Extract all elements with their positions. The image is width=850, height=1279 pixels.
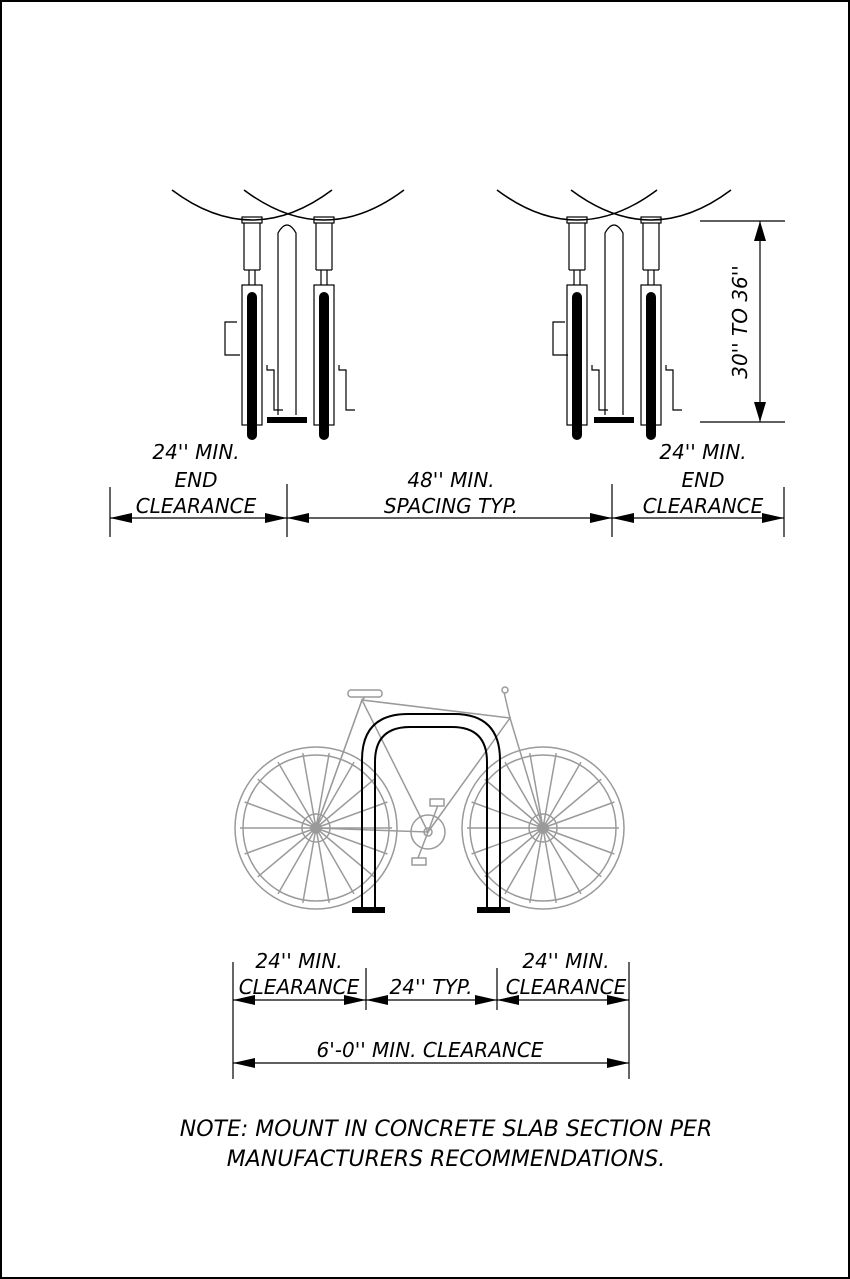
rack-front-2 [594, 225, 634, 420]
right-end-label-2: END [682, 468, 725, 492]
side-center-label: 24'' TYP. [390, 975, 473, 999]
left-end-label-2: END [175, 468, 218, 492]
left-end-label-3: CLEARANCE [136, 494, 257, 518]
front-wheel [461, 746, 625, 910]
u-rack-side [352, 713, 510, 913]
side-right-label-1: 24'' MIN. [522, 949, 609, 973]
side-left-label-2: CLEARANCE [239, 975, 360, 999]
bicycle-front-2 [243, 189, 405, 441]
bicycle-front-1 [171, 189, 333, 441]
note-line-1: NOTE: MOUNT IN CONCRETE SLAB SECTION PER [180, 1117, 713, 1142]
overall-clearance-label: 6'-0'' MIN. CLEARANCE [317, 1038, 544, 1062]
right-end-label-3: CLEARANCE [643, 494, 764, 518]
bicycle-front-3 [496, 189, 658, 441]
note-line-2: MANUFACTURERS RECOMMENDATIONS. [227, 1147, 666, 1172]
side-view: 24'' MIN. CLEARANCE 24'' TYP. 24'' MIN. … [232, 686, 630, 1079]
front-view: 30'' TO 36'' 24'' MIN. END CLEARANCE 48'… [109, 189, 785, 537]
bicycle-frame [314, 686, 544, 866]
spacing-label-1: 48'' MIN. [407, 468, 494, 492]
left-end-label-1: 24'' MIN. [152, 440, 239, 464]
right-end-label-1: 24'' MIN. [659, 440, 746, 464]
bicycle-front-4 [570, 189, 732, 441]
rack-front-1 [267, 225, 307, 420]
spacing-label-2: SPACING TYP. [384, 494, 518, 518]
side-left-label-1: 24'' MIN. [255, 949, 342, 973]
height-dimension-label: 30'' TO 36'' [728, 265, 752, 379]
side-right-label-2: CLEARANCE [506, 975, 627, 999]
